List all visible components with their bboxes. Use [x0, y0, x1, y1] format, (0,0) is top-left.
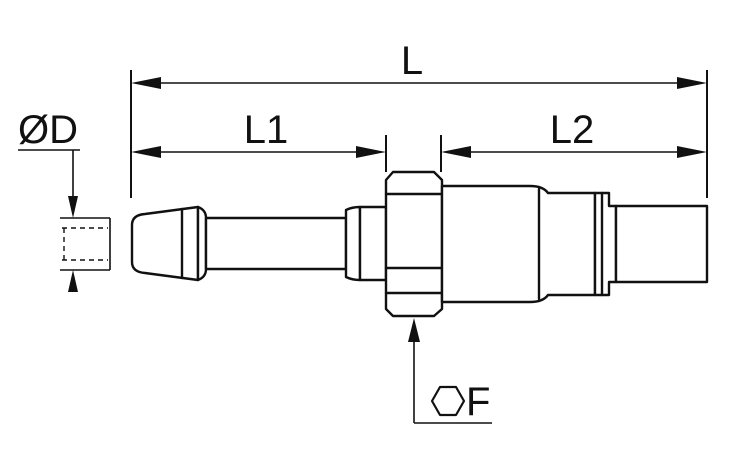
arrowhead-diameter-top: [68, 196, 78, 218]
hose-tail-nozzle: [130, 205, 200, 282]
label-L1: L1: [244, 108, 289, 152]
hose-tail-shank: [204, 216, 348, 271]
label-F: F: [466, 380, 490, 424]
arrowhead-right: [677, 77, 707, 89]
dimension-diameter: ØD: [18, 108, 111, 292]
plug-tip: [614, 204, 709, 284]
arrowhead-hex: [408, 318, 420, 342]
hexagon-icon: [430, 385, 466, 417]
hex-body: [384, 170, 444, 318]
label-diameter: ØD: [18, 108, 78, 152]
dimension-l2: L2: [440, 108, 707, 172]
hex-nut: [384, 170, 444, 318]
hose-tail: [130, 205, 388, 282]
shank-collar: [358, 205, 388, 282]
label-L2: L2: [550, 108, 595, 152]
dimension-hex-size: F: [408, 318, 492, 424]
arrowhead-diameter-bottom: [68, 270, 78, 292]
arrowhead-l2-right: [677, 146, 707, 158]
hose-section: [60, 217, 111, 271]
arrowhead-l2-left: [441, 146, 471, 158]
dimension-overall-length: L: [130, 39, 708, 198]
plug-body: [440, 184, 597, 304]
arrowhead-left: [131, 77, 161, 89]
shank-shoulder: [344, 205, 362, 282]
label-L: L: [401, 39, 423, 83]
dimension-l1: L1: [131, 108, 387, 172]
plug-groove: [593, 191, 618, 297]
coupling-plug: [440, 184, 709, 304]
arrowhead-l1-right: [356, 146, 386, 158]
arrowhead-l1-left: [131, 146, 161, 158]
